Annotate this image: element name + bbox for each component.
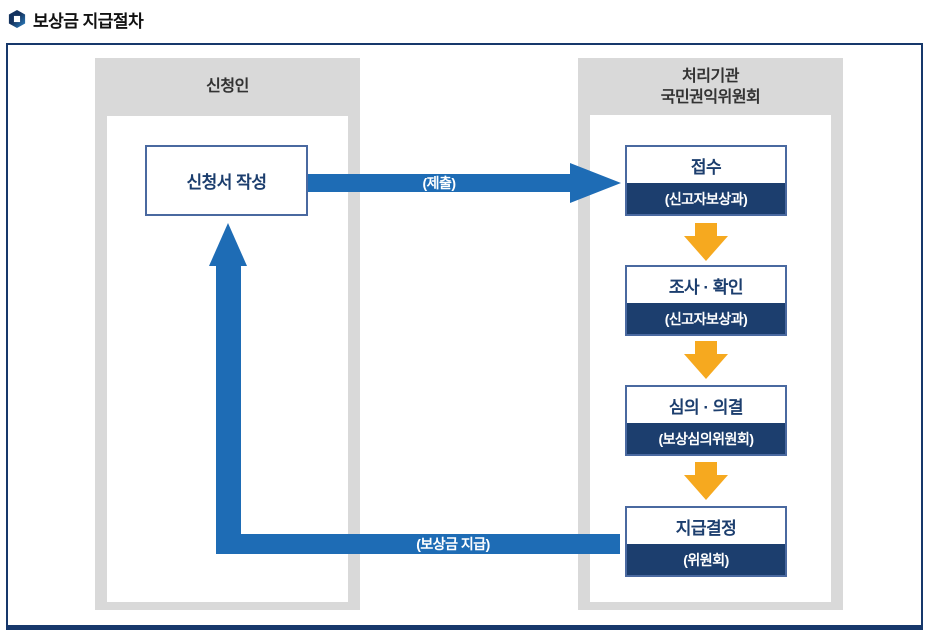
step-label: 접수 [627, 147, 785, 183]
payment-arrow-head-icon [209, 223, 247, 266]
step-sublabel: (신고자보상과) [664, 310, 748, 327]
step-label: 심의 · 의결 [627, 387, 785, 423]
submit-arrow-label: (제출) [422, 175, 456, 191]
step-label: 조사 · 확인 [627, 267, 785, 303]
step-box-deliberation: 심의 · 의결 (보상심의위원회) [625, 385, 787, 456]
payment-arrow-label: (보상금 지급) [416, 536, 490, 552]
applicant-header-label: 신청인 [206, 78, 249, 95]
agency-column-header: 처리기관 국민권익위원회 [578, 58, 843, 115]
payment-arrow-bar [216, 534, 620, 554]
down-arrow-icon [684, 223, 728, 261]
step-sublabel: (위원회) [683, 551, 729, 568]
step-sublabel: (신고자보상과) [664, 190, 748, 207]
title-bullet-icon [8, 10, 26, 28]
step-box-payment-decision: 지급결정 (위원회) [625, 506, 787, 577]
step-box-receipt: 접수 (신고자보상과) [625, 145, 787, 216]
applicant-column-header: 신청인 [95, 58, 360, 115]
application-write-box: 신청서 작성 [145, 145, 308, 216]
page-title: 보상금 지급절차 [33, 11, 144, 31]
agency-header-line1: 처리기관 [682, 67, 739, 85]
payment-arrow-stem [216, 264, 241, 554]
submit-arrow [308, 163, 621, 203]
down-arrow-icon [684, 341, 728, 379]
page-title-row: 보상금 지급절차 [8, 8, 144, 31]
step-box-investigation: 조사 · 확인 (신고자보상과) [625, 265, 787, 336]
step-label: 지급결정 [627, 508, 785, 544]
agency-header-line2: 국민권익위원회 [660, 88, 761, 106]
step-sublabel: (보상심의위원회) [658, 430, 754, 447]
application-write-label: 신청서 작성 [186, 173, 267, 192]
down-arrow-icon [684, 462, 728, 500]
